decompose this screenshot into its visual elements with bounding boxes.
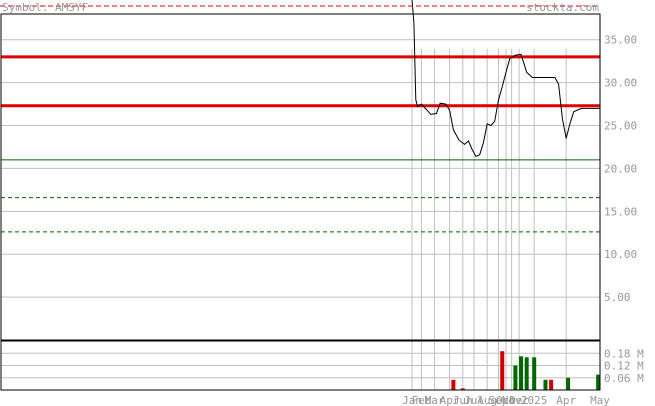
x-tick-label: Jan [402,394,422,406]
volume-bar [596,374,601,390]
x-tick-label: Dec [509,394,529,406]
x-tick-label: Aug [477,394,497,406]
x-tick-label: Oct [496,394,516,406]
x-tick-label: Jun [453,394,473,406]
grid-layer [1,39,601,390]
x-tick-label: May [590,394,610,406]
label-layer: 35.00 30.00 25.00 20.00 15.00 10.00 5.00JanFeb… [402,34,644,406]
y-tick-label: 25.00 [604,120,637,133]
volume-tick-label: 0.18 M [604,347,644,360]
volume-bar [460,388,465,390]
volume-bar [500,351,505,390]
volume-tick-label: 0.06 M [604,372,644,385]
x-tick-label: 2025 [521,394,548,406]
x-tick-label: Sep [489,394,509,406]
x-tick-label: Mar [425,394,445,406]
volume-bar [524,357,529,390]
volume-panel-frame [0,340,601,391]
volume-bar [566,377,571,390]
price-panel-frame [0,13,601,341]
y-tick-label: 35.00 [604,34,637,47]
y-tick-label: 30.00 [604,77,637,90]
brand-label: stockta.com [526,1,599,14]
x-tick-label: Feb [411,394,431,406]
y-tick-label: 20.00 [604,162,637,175]
x-tick-label: Nov [502,394,522,406]
volume-bar [513,365,518,390]
volume-bar [543,379,548,390]
x-tick-label: Apr [440,394,460,406]
volume-bar [451,379,456,390]
volume-bar [549,379,554,390]
volume-bar [532,357,537,390]
y-tick-label: 10.00 [604,248,637,261]
x-tick-label: Jul [464,394,484,406]
y-tick-label: 15.00 [604,205,637,218]
price-layer [411,0,600,158]
x-tick-label: Apr [556,394,576,406]
frame-layer [0,5,601,391]
price-line [411,0,600,158]
volume-tick-label: 0.12 M [604,360,644,373]
symbol-label: Symbol: AMSYF [2,1,88,14]
y-tick-label: 5.00 [604,291,631,304]
volume-bar [519,356,524,390]
level-lines-layer [1,55,600,233]
